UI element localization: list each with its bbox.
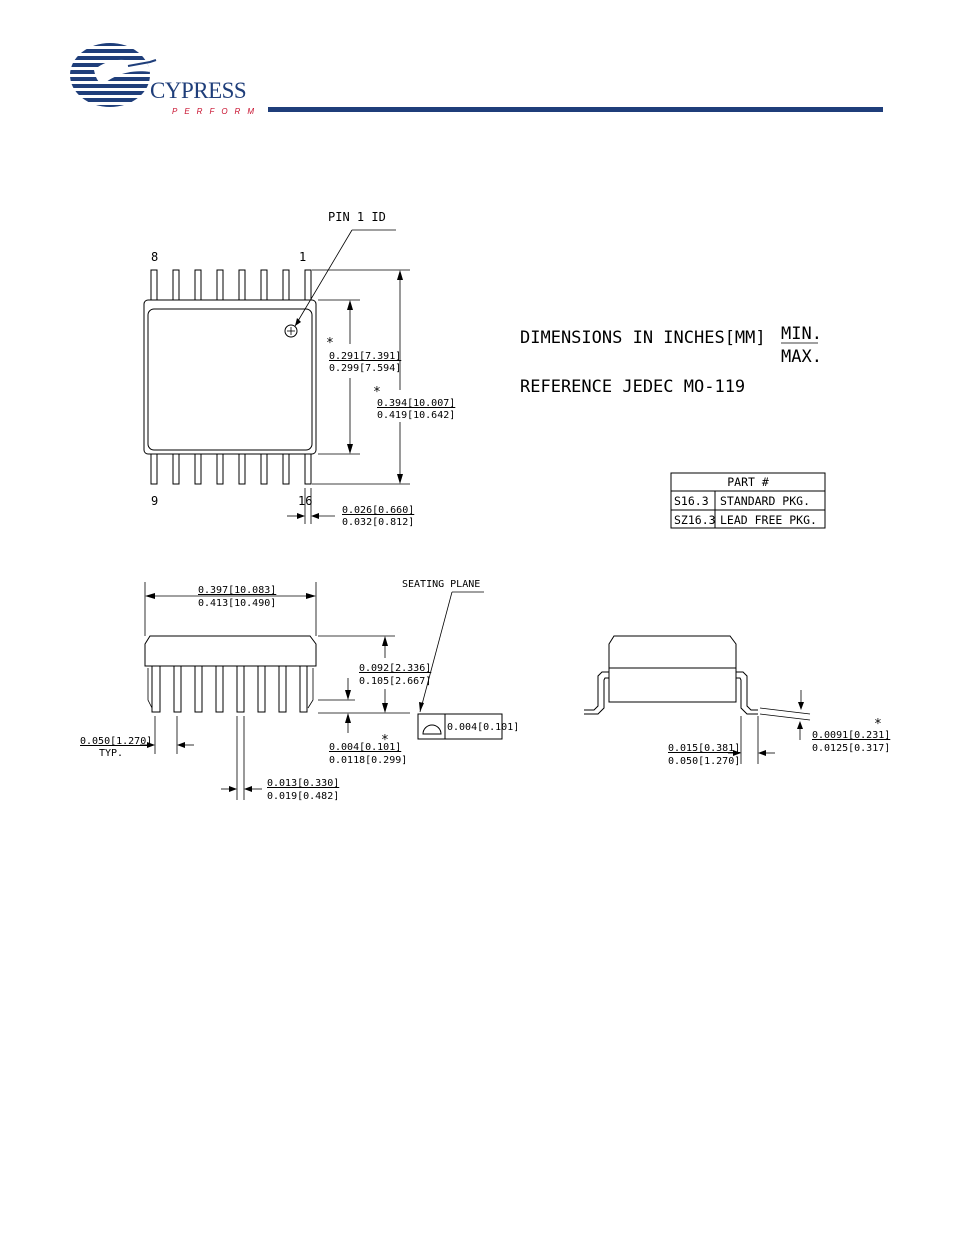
body-width-asterisk: * [326,336,334,351]
dimension-notes: DIMENSIONS IN INCHES[MM] MIN. MAX. REFER… [520,324,822,397]
header-rule [268,107,883,112]
standoff-max: 0.0118[0.299] [329,755,407,766]
top-pins [150,269,312,301]
notes-min-label: MIN. [781,324,822,344]
part-table-code-1: S16.3 [674,494,709,508]
part-table-code-2: SZ16.3 [674,513,716,527]
coplanarity-frame [417,713,503,740]
part-table-desc-1: STANDARD PKG. [720,494,810,508]
end-lead-right [736,671,758,711]
lead-thickness-min: 0.013[0.330] [267,778,339,789]
coplanarity-icon [422,724,442,735]
height-max: 0.105[2.667] [359,676,431,687]
cypress-logo: CYPRESS PERFORM [70,43,261,116]
brand-wordmark: CYPRESS [150,78,246,103]
side-body [144,635,317,667]
lead-width-max: 0.032[0.812] [342,517,414,528]
pitch-typ: TYP. [99,748,123,759]
standoff-asterisk: * [381,733,389,748]
seating-plane-label: SEATING PLANE [402,579,480,590]
body-width-max: 0.299[7.594] [329,363,401,374]
notes-units: DIMENSIONS IN INCHES[MM] [520,328,766,348]
end-body [608,635,737,669]
globe-icon [70,43,150,107]
part-table-header: PART # [727,475,769,489]
side-leads [147,666,314,713]
length-max: 0.413[10.490] [198,598,276,609]
pin1-marker-icon [284,324,298,338]
length-min: 0.397[10.083] [198,585,276,596]
pitch-min: 0.050[1.270] [80,736,152,747]
coplanarity-value: 0.004[0.101] [447,722,519,733]
bottom-pins [150,453,312,485]
pin-label-8: 8 [151,250,158,264]
package-body-outer [143,299,317,455]
end-lead-left [584,671,609,711]
foot-length-max: 0.050[1.270] [668,756,740,767]
end-lead-thick-max: 0.0125[0.317] [812,743,890,754]
brand-tagline: PERFORM [172,107,261,116]
part-table-desc-2: LEAD FREE PKG. [720,513,817,527]
side-view: 0.397[10.083] 0.413[10.490] 0.092[2.336]… [80,579,519,802]
notes-max-label: MAX. [781,347,822,367]
lead-width-min: 0.026[0.660] [342,505,414,516]
end-lead-thick-asterisk: * [874,717,882,732]
pin-label-1: 1 [299,250,306,264]
overall-width-max: 0.419[10.642] [377,410,455,421]
body-width-min: 0.291[7.391] [329,351,401,362]
foot-length-min: 0.015[0.381] [668,743,740,754]
part-number-table: PART # S16.3 STANDARD PKG. SZ16.3 LEAD F… [670,472,826,529]
standoff-min: 0.004[0.101] [329,742,401,753]
pin-label-9: 9 [151,494,158,508]
end-lead-thick-min: 0.0091[0.231] [812,730,890,741]
package-body-inner [147,308,313,451]
end-body-lower [608,668,737,703]
overall-width-asterisk: * [373,385,381,400]
top-view: PIN 1 ID 8 1 9 16 * 0.291[7.391] 0.299[7… [143,210,455,528]
notes-jedec: REFERENCE JEDEC MO-119 [520,377,745,397]
overall-width-min: 0.394[10.007] [377,398,455,409]
end-view: 0.015[0.381] 0.050[1.270] * 0.0091[0.231… [584,635,890,767]
lead-thickness-max: 0.019[0.482] [267,791,339,802]
height-min: 0.092[2.336] [359,663,431,674]
pin1-id-label: PIN 1 ID [328,210,386,224]
